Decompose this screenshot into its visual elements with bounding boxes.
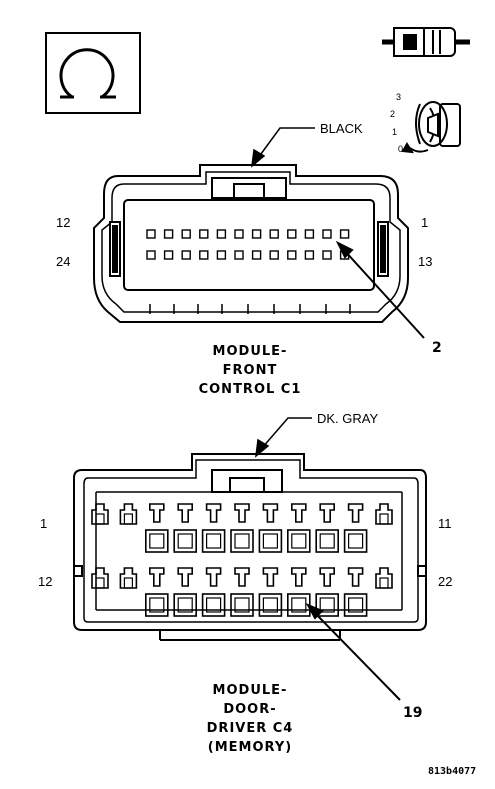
c4-pin-cavity bbox=[258, 503, 283, 553]
c1-title-line-3: CONTROL C1 bbox=[198, 382, 302, 397]
c4-title-line-2: DOOR- bbox=[223, 702, 277, 717]
c4-pin-cavity bbox=[173, 567, 197, 617]
c1-pin-cavity bbox=[181, 250, 191, 260]
c4-pin-cavity bbox=[173, 503, 197, 553]
c1-title: MODULE- FRONT CONTROL C1 bbox=[150, 342, 350, 399]
c4-pin-cavity bbox=[343, 503, 368, 553]
c1-pin-label-bottom-left: 24 bbox=[56, 254, 71, 269]
c4-pin-cavity bbox=[201, 503, 226, 553]
c1-pin-label-bottom-right: 13 bbox=[418, 254, 433, 269]
c4-pin-label-bottom-left: 12 bbox=[38, 574, 53, 589]
c1-pin-cavity bbox=[234, 229, 244, 239]
key-switch-icon bbox=[401, 101, 461, 154]
c4-pin-label-top-right: 11 bbox=[438, 516, 452, 531]
c4-pin-cavity bbox=[119, 503, 138, 525]
c1-pin-cavity bbox=[199, 229, 209, 239]
c1-pin-cavity bbox=[287, 229, 297, 239]
c1-pin-label-top-right: 1 bbox=[421, 215, 429, 230]
c1-pin-label-top-left: 12 bbox=[56, 215, 71, 230]
c1-pin-cavity bbox=[304, 229, 315, 239]
c1-pin-cavity bbox=[339, 229, 350, 239]
c1-pin-cavity bbox=[251, 250, 262, 260]
c4-title-line-3: DRIVER C4 bbox=[206, 721, 294, 736]
c1-title-line-2: FRONT bbox=[222, 363, 278, 378]
c4-pin-cavity bbox=[145, 503, 169, 553]
c1-pin-cavity bbox=[146, 229, 156, 239]
c4-pin-cavity bbox=[315, 567, 340, 617]
c4-pin-cavity bbox=[91, 567, 109, 589]
c1-pin-cavity bbox=[287, 250, 297, 260]
c1-pin-cavity bbox=[216, 229, 227, 239]
c4-pin-cavity bbox=[201, 567, 226, 617]
c4-pin-cavity bbox=[286, 503, 311, 553]
key-pos-1: 1 bbox=[392, 127, 397, 137]
c4-title-line-4: (MEMORY) bbox=[207, 740, 293, 755]
c1-pin-cavity bbox=[269, 250, 279, 260]
connector-c4-wire-leader bbox=[255, 417, 312, 458]
c1-pin-cavity bbox=[163, 250, 174, 260]
c4-callout-pin: 19 bbox=[403, 705, 423, 721]
c1-pin-cavity bbox=[163, 229, 174, 239]
c4-title-line-1: MODULE- bbox=[212, 683, 288, 698]
connector-c4-callout-leader bbox=[305, 602, 401, 701]
c1-pin-cavity bbox=[251, 229, 262, 239]
c1-pin-cavity bbox=[199, 250, 209, 260]
figure-id: 813b4077 bbox=[428, 766, 477, 777]
c1-title-line-1: MODULE- bbox=[212, 344, 288, 359]
c1-pin-cavity bbox=[322, 229, 332, 239]
c4-pin-label-top-left: 1 bbox=[40, 516, 48, 531]
c1-wire-color-label: BLACK bbox=[320, 121, 363, 136]
c1-pin-cavity bbox=[146, 250, 156, 260]
key-pos-3: 3 bbox=[396, 92, 401, 102]
c4-wire-color-label: DK. GRAY bbox=[317, 411, 379, 426]
c4-pin-cavity bbox=[258, 567, 283, 617]
c4-title: MODULE- DOOR- DRIVER C4 (MEMORY) bbox=[150, 681, 350, 757]
c4-pin-cavity bbox=[375, 567, 393, 589]
c1-pin-cavity bbox=[304, 250, 315, 260]
c4-pin-cavity bbox=[375, 503, 393, 525]
key-pos-0: 0 bbox=[398, 144, 403, 154]
connector-c1-pin-grid bbox=[146, 229, 350, 260]
c4-pin-cavity bbox=[119, 567, 138, 589]
c1-pin-cavity bbox=[322, 250, 332, 260]
c1-pin-cavity bbox=[181, 229, 191, 239]
c4-pin-cavity bbox=[230, 567, 254, 617]
key-pos-2: 2 bbox=[390, 109, 395, 119]
c1-pin-cavity bbox=[234, 250, 244, 260]
c1-callout-pin: 2 bbox=[432, 340, 442, 356]
c4-pin-cavity bbox=[286, 567, 311, 617]
c4-pin-cavity bbox=[91, 503, 109, 525]
connector-side-view-icon bbox=[382, 27, 470, 57]
omega-icon bbox=[45, 32, 141, 114]
c4-pin-cavity bbox=[343, 567, 368, 617]
connector-c1-callout-leader bbox=[335, 240, 425, 339]
c4-pin-cavity bbox=[230, 503, 254, 553]
c4-pin-cavity bbox=[145, 567, 169, 617]
connector-c4-housing bbox=[73, 453, 427, 641]
c4-pin-cavity bbox=[315, 503, 340, 553]
c1-pin-cavity bbox=[216, 250, 227, 260]
connector-c1-wire-leader bbox=[251, 127, 315, 168]
c4-pin-label-bottom-right: 22 bbox=[438, 574, 453, 589]
connector-c4-pin-grid bbox=[91, 503, 393, 617]
connector-c1-housing bbox=[93, 164, 409, 323]
c1-pin-cavity bbox=[269, 229, 279, 239]
